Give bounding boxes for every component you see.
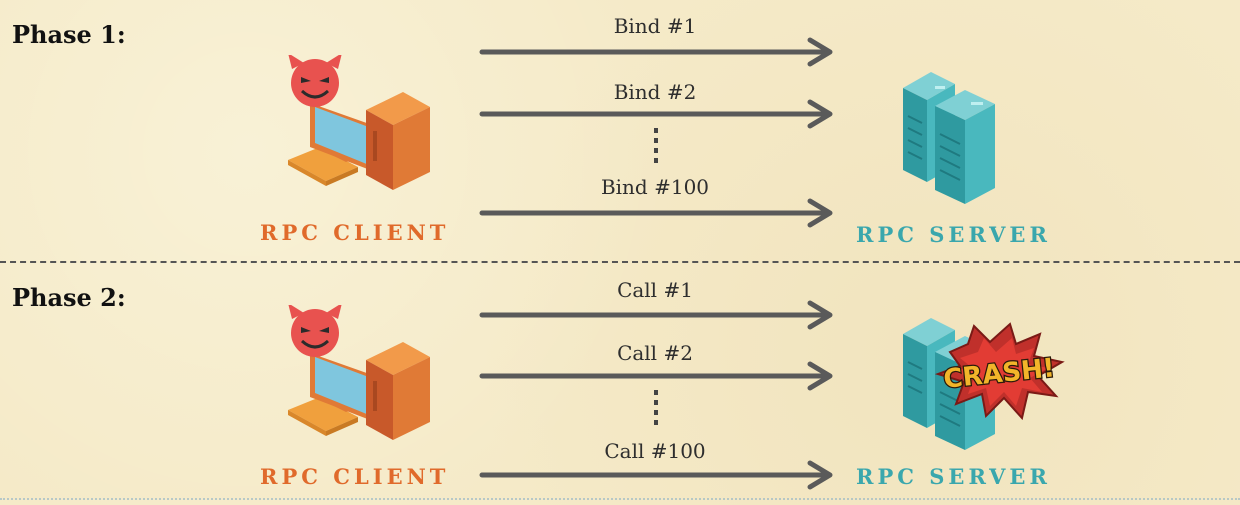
phase-1-ellipsis (654, 128, 658, 163)
phase-1-message-3-label: Bind #100 (600, 175, 710, 199)
phase-1-message-2-label: Bind #2 (613, 80, 697, 104)
bottom-border (0, 498, 1240, 500)
phase-2-server-label: RPC SERVER (856, 464, 1051, 489)
phase-2-message-2-label: Call #2 (617, 341, 693, 365)
phase-2-arrow-1 (479, 300, 833, 330)
phase-2-message-1-label: Call #1 (617, 278, 693, 302)
phase-1-message-1-label: Bind #1 (613, 14, 697, 38)
phase-1-server-label: RPC SERVER (856, 222, 1051, 247)
server-rack-icon (903, 72, 995, 204)
phase-1-client-label: RPC CLIENT (260, 220, 450, 245)
phase-2-arrow-3 (479, 460, 833, 490)
phase-2-arrow-2 (479, 361, 833, 391)
phase-1-arrow-1 (479, 37, 833, 67)
phase-2-title: Phase 2: (12, 283, 126, 312)
crash-burst-icon: CRASH! (934, 322, 1065, 421)
phase-2-client-label: RPC CLIENT (260, 464, 450, 489)
devil-computer-icon (288, 305, 430, 440)
devil-computer-icon (288, 55, 430, 190)
phase-1-arrow-2 (479, 99, 833, 129)
phase-2-ellipsis (654, 390, 658, 425)
phase-1-title: Phase 1: (12, 20, 126, 49)
phase-divider (0, 261, 1240, 263)
phase-2-message-3-label: Call #100 (604, 439, 706, 463)
phase-1-arrow-3 (479, 198, 833, 228)
